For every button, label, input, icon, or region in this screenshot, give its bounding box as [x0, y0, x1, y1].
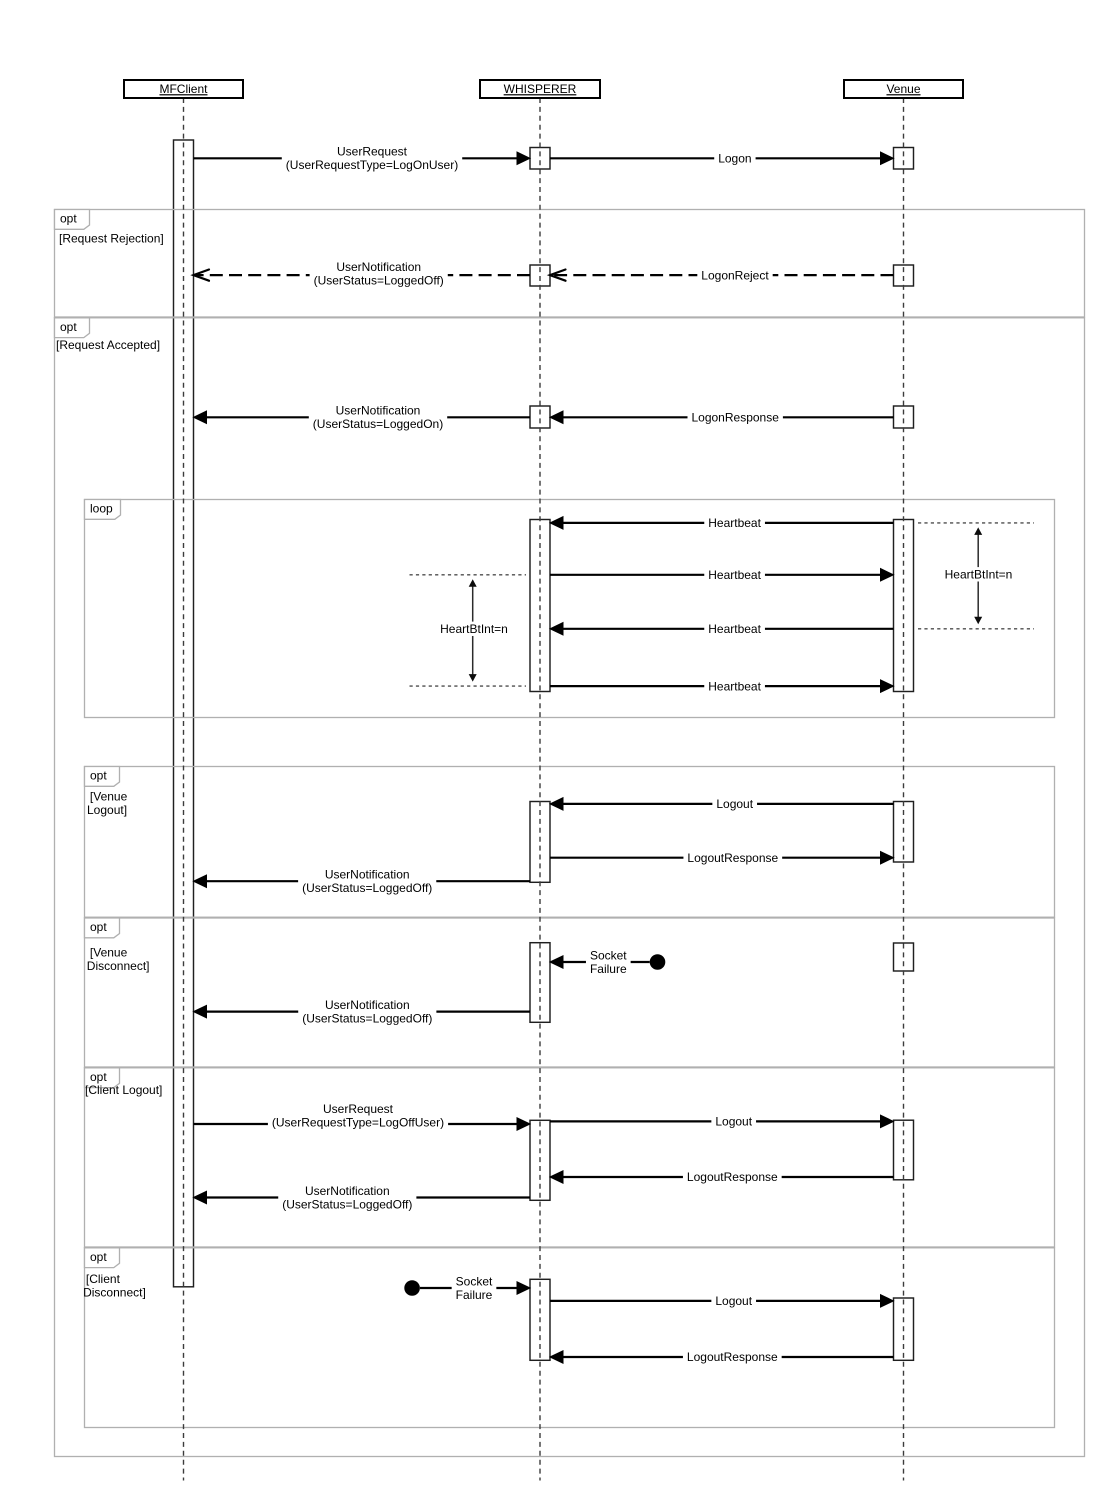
svg-text:(UserStatus=LoggedOn): (UserStatus=LoggedOn): [313, 417, 443, 431]
svg-text:(UserRequestType=LogOnUser): (UserRequestType=LogOnUser): [286, 158, 458, 172]
svg-text:HeartBtInt=n: HeartBtInt=n: [440, 622, 508, 636]
svg-text:(UserStatus=LoggedOff): (UserStatus=LoggedOff): [314, 274, 444, 288]
svg-text:UserRequest: UserRequest: [337, 145, 408, 159]
svg-text:Failure: Failure: [456, 1288, 493, 1302]
svg-text:LogonReject: LogonReject: [701, 268, 769, 282]
svg-text:MFClient: MFClient: [159, 82, 208, 96]
svg-text:Logon: Logon: [718, 152, 751, 166]
svg-text:Heartbeat: Heartbeat: [708, 679, 761, 693]
svg-text:UserNotification: UserNotification: [325, 998, 410, 1012]
svg-text:(UserStatus=LoggedOff): (UserStatus=LoggedOff): [302, 1012, 432, 1026]
svg-text:(UserRequestType=LogOffUser): (UserRequestType=LogOffUser): [272, 1116, 444, 1130]
svg-text:[Venue: [Venue: [90, 790, 128, 804]
svg-text:(UserStatus=LoggedOff): (UserStatus=LoggedOff): [302, 881, 432, 895]
svg-text:Heartbeat: Heartbeat: [708, 622, 761, 636]
svg-text:[Request Rejection]: [Request Rejection]: [59, 231, 164, 245]
svg-text:opt: opt: [90, 920, 107, 934]
svg-text:LogoutResponse: LogoutResponse: [687, 851, 778, 865]
svg-text:Logout: Logout: [715, 1294, 752, 1308]
svg-text:Disconnect]: Disconnect]: [87, 959, 150, 973]
svg-text:Logout]: Logout]: [87, 803, 127, 817]
svg-text:[Client Logout]: [Client Logout]: [85, 1083, 162, 1097]
svg-text:[Client: [Client: [86, 1272, 121, 1286]
svg-text:Heartbeat: Heartbeat: [708, 568, 761, 582]
svg-text:opt: opt: [90, 1070, 107, 1084]
svg-text:UserRequest: UserRequest: [323, 1102, 394, 1116]
svg-text:UserNotification: UserNotification: [336, 260, 421, 274]
svg-text:Socket: Socket: [590, 948, 627, 962]
svg-text:opt: opt: [60, 212, 77, 226]
svg-text:(UserStatus=LoggedOff): (UserStatus=LoggedOff): [282, 1197, 412, 1211]
svg-text:UserNotification: UserNotification: [336, 404, 421, 418]
svg-text:[Venue: [Venue: [90, 946, 128, 960]
svg-text:UserNotification: UserNotification: [305, 1184, 390, 1198]
svg-text:LogonResponse: LogonResponse: [691, 411, 779, 425]
svg-text:opt: opt: [60, 320, 77, 334]
svg-text:Logout: Logout: [716, 797, 753, 811]
svg-text:[Request Accepted]: [Request Accepted]: [56, 338, 160, 352]
svg-text:LogoutResponse: LogoutResponse: [687, 1350, 778, 1364]
svg-text:WHISPERER: WHISPERER: [504, 82, 577, 96]
svg-text:UserNotification: UserNotification: [325, 868, 410, 882]
svg-text:opt: opt: [90, 769, 107, 783]
svg-text:loop: loop: [90, 502, 113, 516]
svg-text:Heartbeat: Heartbeat: [708, 516, 761, 530]
svg-text:Socket: Socket: [456, 1274, 493, 1288]
svg-text:Failure: Failure: [590, 962, 627, 976]
svg-text:Disconnect]: Disconnect]: [83, 1285, 146, 1299]
svg-text:HeartBtInt=n: HeartBtInt=n: [945, 568, 1013, 582]
svg-text:Logout: Logout: [715, 1115, 752, 1129]
svg-text:opt: opt: [90, 1250, 107, 1264]
svg-text:LogoutResponse: LogoutResponse: [687, 1170, 778, 1184]
svg-text:Venue: Venue: [886, 82, 920, 96]
